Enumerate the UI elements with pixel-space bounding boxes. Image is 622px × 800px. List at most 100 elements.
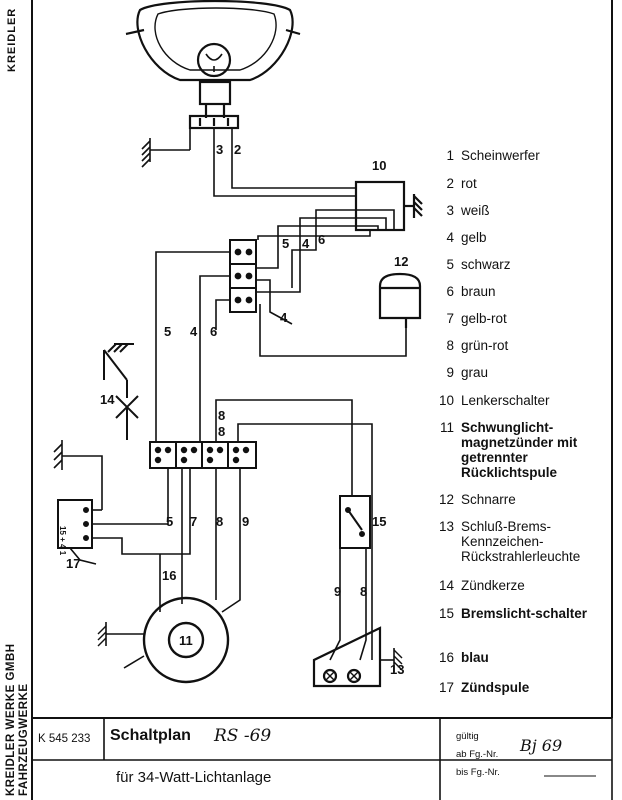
drawing-subtitle: für 34-Watt-Lichtanlage xyxy=(116,769,272,786)
legend-text: weiß xyxy=(461,203,490,218)
label-coil-terminals: 15 + 4 1 xyxy=(58,526,67,556)
lower-terminal-block xyxy=(149,441,257,469)
legend-number: 16 xyxy=(438,650,454,665)
legend-text: rot xyxy=(461,176,477,191)
legend-text: Bremslicht-schalter xyxy=(461,606,588,621)
legend-number: 1 xyxy=(446,148,454,163)
legend-number: 3 xyxy=(446,203,454,218)
label-bottom-wire-7: 7 xyxy=(190,514,197,529)
legend-item: 12 Schnarre xyxy=(424,492,620,507)
legend-text: Schnarre xyxy=(461,492,516,507)
label-switch-wire-5: 5 xyxy=(282,236,289,251)
label-coil-17: 17 xyxy=(66,556,80,571)
legend-number: 9 xyxy=(446,365,454,380)
legend-text: Zündkerze xyxy=(461,578,525,593)
legend-number: 10 xyxy=(438,393,454,408)
legend-text: Zündspule xyxy=(461,680,530,695)
legend-item: 9 grau xyxy=(424,365,620,380)
company-name-line-1: KREIDLER WERKE GMBH xyxy=(5,643,17,796)
label-switch-10: 10 xyxy=(372,158,386,173)
drawing-title: Schaltplan xyxy=(110,727,191,744)
legend-text: Schluß-Brems-Kennzeichen-Rückstrahlerleu… xyxy=(461,519,581,564)
legend-number: 2 xyxy=(446,176,454,191)
label-bottom-wire-5: 5 xyxy=(166,514,173,529)
headlamp xyxy=(125,0,301,130)
upper-wiring xyxy=(155,128,407,660)
label-buzzer-12: 12 xyxy=(394,254,408,269)
legend-item: 10 Lenkerschalter xyxy=(424,393,620,408)
legend-number: 12 xyxy=(438,492,454,507)
legend-number: 11 xyxy=(439,420,454,435)
ignition-coil xyxy=(57,468,191,565)
legend-number: 14 xyxy=(438,578,454,593)
legend-item: 16 blau xyxy=(424,650,620,665)
lower-wiring xyxy=(159,468,367,661)
legend-number: 13 xyxy=(438,519,454,534)
legend-text: Schwunglicht-magnetzünder mit getrennter… xyxy=(461,420,578,480)
legend-item: 5 schwarz xyxy=(424,257,620,272)
brake-light-switch xyxy=(339,495,371,549)
label-switch-wire-4: 4 xyxy=(302,236,310,251)
legend-item: 2 rot xyxy=(424,176,620,191)
legend-number: 15 xyxy=(438,606,454,621)
diagram-labels: 3 2 10 5 4 6 12 4 5 4 6 14 8 8 17 5 7 8 … xyxy=(58,142,408,677)
label-magneto-wire-16: 16 xyxy=(162,568,176,583)
label-bottom-wire-9: 9 xyxy=(242,514,249,529)
label-switch-wire-6: 6 xyxy=(318,232,325,247)
legend-item: 7 gelb-rot xyxy=(424,311,620,326)
upper-terminal-block xyxy=(229,239,257,313)
company-name-line-2: FAHRZEUGWERKE xyxy=(18,683,30,796)
legend-number: 17 xyxy=(438,680,454,695)
legend-text: Lenkerschalter xyxy=(461,393,550,408)
legend-text: gelb-rot xyxy=(461,311,507,326)
legend-item: 15 Bremslicht-schalter xyxy=(424,606,620,621)
legend-text: schwarz xyxy=(461,257,511,272)
legend-text: braun xyxy=(461,284,496,299)
legend-item: 14 Zündkerze xyxy=(424,578,620,593)
legend-number: 8 xyxy=(446,338,454,353)
legend-text: grün-rot xyxy=(461,338,509,353)
label-brake-switch-15: 15 xyxy=(372,514,386,529)
legend-item: 4 gelb xyxy=(424,230,620,245)
legend-number: 6 xyxy=(446,284,454,299)
legend-item: 11 Schwunglicht-magnetzünder mit getrennt… xyxy=(424,420,620,480)
legend-number: 7 xyxy=(446,311,454,326)
label-wire-8-top: 8 xyxy=(218,408,225,423)
model-name: RS -69 xyxy=(214,726,272,746)
label-wire-8-mid: 8 xyxy=(218,424,225,439)
legend-item: 6 braun xyxy=(424,284,620,299)
rear-lamp xyxy=(312,626,403,688)
company-mark-top: KREIDLER xyxy=(6,7,18,72)
label-left-wire-5: 5 xyxy=(164,324,171,339)
legend-item: 17 Zündspule xyxy=(424,680,620,695)
handlebar-switch xyxy=(354,180,423,232)
legend-text: gelb xyxy=(461,230,487,245)
spark-plug xyxy=(103,343,139,440)
title-block-grid xyxy=(32,718,613,800)
legend-text: Scheinwerfer xyxy=(461,148,540,163)
headlamp-ground-symbol xyxy=(141,128,191,168)
label-terminal-wire-4: 4 xyxy=(280,310,288,325)
label-brake-wire-8: 8 xyxy=(360,584,367,599)
label-brake-wire-9: 9 xyxy=(334,584,341,599)
legend-item: 1 Scheinwerfer xyxy=(424,148,620,163)
valid-label: gültig xyxy=(456,731,479,742)
label-left-wire-6: 6 xyxy=(210,324,217,339)
magneto xyxy=(97,596,230,684)
buzzer xyxy=(378,272,422,328)
frame xyxy=(31,0,613,800)
valid-from-value: Bj 69 xyxy=(520,736,563,755)
legend-text: blau xyxy=(461,650,489,665)
legend-item: 3 weiß xyxy=(424,203,620,218)
label-spark-plug-14: 14 xyxy=(100,392,115,407)
legend-number: 4 xyxy=(446,230,454,245)
label-magneto-11: 11 xyxy=(179,633,193,648)
label-left-wire-4: 4 xyxy=(190,324,198,339)
part-number: K 545 233 xyxy=(38,733,91,745)
legend-number: 5 xyxy=(446,257,454,272)
legend-text: grau xyxy=(461,365,489,380)
legend-item: 8 grün-rot xyxy=(424,338,620,353)
legend-item: 13 Schluß-Brems-Kennzeichen-Rückstrahlerl… xyxy=(424,519,620,564)
valid-from-label: ab Fg.-Nr. xyxy=(456,749,499,760)
lower-ground-symbol xyxy=(53,440,103,510)
